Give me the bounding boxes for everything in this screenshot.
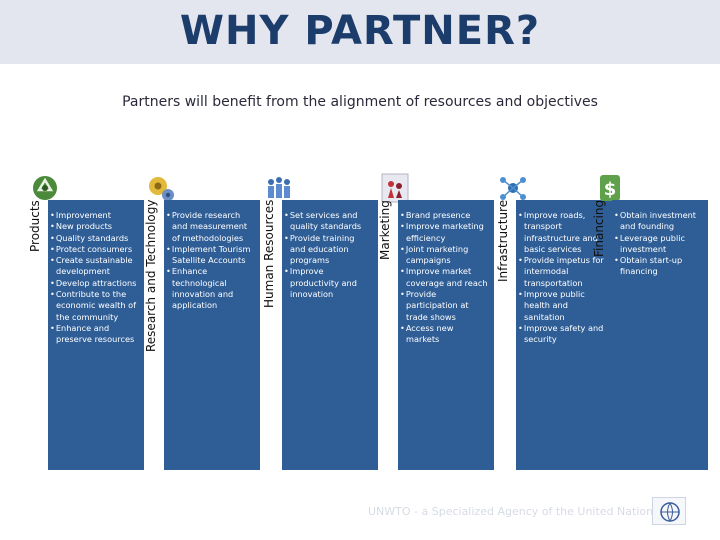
list-item: Contribute to the economic wealth of the… — [48, 289, 138, 323]
column-label: Infrastructure — [496, 200, 510, 283]
list-item: Provide impetus for intermodal transport… — [516, 255, 606, 289]
column-human-resources: Human Resources Set services and quality… — [258, 172, 378, 472]
list-item: Access new markets — [398, 323, 488, 346]
column-label: Marketing — [378, 200, 392, 260]
recycle-icon — [33, 176, 57, 200]
unwto-logo — [652, 497, 686, 525]
list-item: Quality standards — [48, 233, 138, 244]
list-item: Joint marketing campaigns — [398, 244, 488, 267]
page-title: WHY PARTNER? — [179, 8, 541, 54]
gears-icon — [149, 177, 174, 201]
list-item: Improvement — [48, 210, 138, 221]
list-item: Set services and quality standards — [282, 210, 372, 233]
list-item: Improve roads, transport infrastructure … — [516, 210, 606, 255]
svg-text:$: $ — [604, 179, 617, 200]
list-item: Develop attractions — [48, 278, 138, 289]
column-products: Products Improvement New products Qualit… — [24, 172, 144, 472]
dollar-icon: $ — [600, 175, 620, 201]
list-item: Improve market coverage and reach — [398, 266, 488, 289]
list-item: Enhance technological innovation and app… — [164, 266, 254, 311]
column-items: Provide research and measurement of meth… — [164, 210, 254, 312]
list-item: Improve productivity and innovation — [282, 266, 372, 300]
column-items: Improvement New products Quality standar… — [48, 210, 138, 346]
list-item: Improve public health and sanitation — [516, 289, 606, 323]
column-label: Financing — [592, 200, 606, 258]
people-group-icon — [268, 177, 290, 198]
column-label: Products — [28, 200, 42, 252]
column-items: Set services and quality standards Provi… — [282, 210, 372, 300]
list-item: Leverage public investment — [612, 233, 702, 256]
column-infrastructure: Infrastructure Improve roads, transport … — [492, 172, 612, 472]
marketing-figures-icon — [381, 173, 409, 203]
column-label: Research and Technology — [144, 200, 158, 353]
list-item: Brand presence — [398, 210, 488, 221]
header-band — [0, 0, 720, 64]
list-item: Provide participation at trade shows — [398, 289, 488, 323]
list-item: New products — [48, 221, 138, 232]
list-item: Obtain investment and founding — [612, 210, 702, 233]
column-marketing: Marketing Brand presence Improve marketi… — [374, 172, 494, 472]
column-research-technology: Research and Technology Provide research… — [140, 172, 260, 472]
column-items: Obtain investment and founding Leverage … — [612, 210, 702, 278]
footer-text: UNWTO - a Specialized Agency of the Unit… — [368, 505, 659, 518]
list-item: Provide training and education programs — [282, 233, 372, 267]
page-subtitle: Partners will benefit from the alignment… — [122, 94, 598, 110]
unwto-logo-icon — [660, 502, 680, 523]
column-items: Brand presence Improve marketing efficie… — [398, 210, 488, 346]
list-item: Improve marketing efficiency — [398, 221, 488, 244]
network-icon — [500, 177, 526, 200]
list-item: Provide research and measurement of meth… — [164, 210, 254, 244]
column-items: Improve roads, transport infrastructure … — [516, 210, 606, 346]
list-item: Create sustainable development — [48, 255, 138, 278]
list-item: Improve safety and security — [516, 323, 606, 346]
list-item: Implement Tourism Satellite Accounts — [164, 244, 254, 267]
column-financing: $ Financing Obtain investment and foundi… — [588, 172, 708, 472]
list-item: Protect consumers — [48, 244, 138, 255]
list-item: Enhance and preserve resources — [48, 323, 138, 346]
column-label: Human Resources — [262, 200, 276, 309]
list-item: Obtain start-up financing — [612, 255, 702, 278]
